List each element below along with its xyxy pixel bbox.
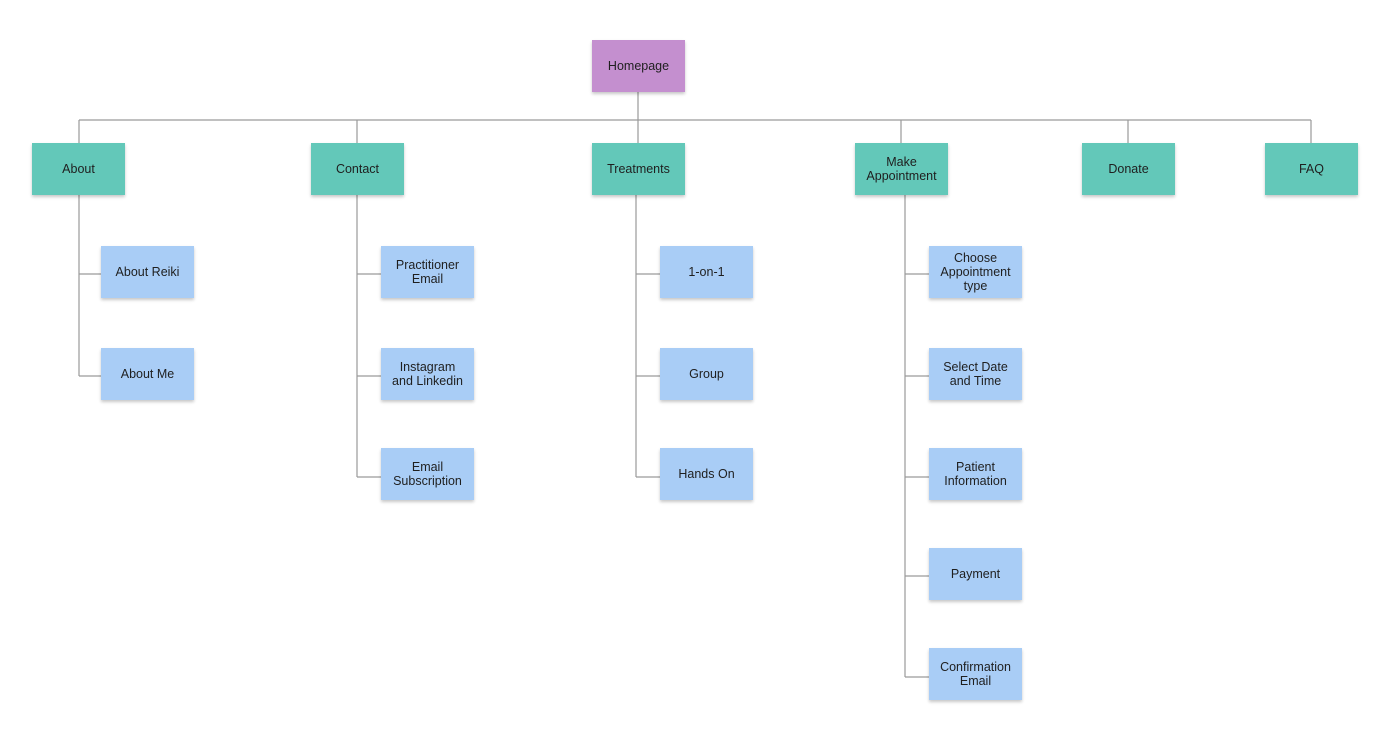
homepage-label: Homepage (607, 59, 670, 73)
section-faq-label: FAQ (1298, 162, 1324, 176)
page-practitioner-email[interactable]: Practitioner Email (381, 246, 474, 298)
page-label: About Me (120, 367, 175, 381)
page-choose-appointment-type[interactable]: Choose Appointment type (929, 246, 1022, 298)
page-label: Payment (950, 567, 1001, 581)
page-label: Practitioner Email (395, 258, 460, 286)
page-label: About Reiki (115, 265, 180, 279)
section-make-appointment-label: Make Appointment (866, 155, 937, 183)
page-label: 1-on-1 (688, 265, 725, 279)
section-about[interactable]: About (32, 143, 125, 195)
section-faq[interactable]: FAQ (1265, 143, 1358, 195)
page-about-me[interactable]: About Me (101, 348, 194, 400)
page-label: Patient Information (944, 460, 1007, 488)
page-label: Group (689, 367, 724, 381)
section-donate[interactable]: Donate (1082, 143, 1175, 195)
page-label: Hands On (678, 467, 735, 481)
page-label: Email Subscription (393, 460, 462, 488)
section-make-appointment[interactable]: Make Appointment (855, 143, 948, 195)
section-treatments[interactable]: Treatments (592, 143, 685, 195)
page-label: Instagram and Linkedin (392, 360, 463, 388)
section-contact-label: Contact (335, 162, 380, 176)
section-contact[interactable]: Contact (311, 143, 404, 195)
page-group[interactable]: Group (660, 348, 753, 400)
homepage-node[interactable]: Homepage (592, 40, 685, 92)
page-1-on-1[interactable]: 1-on-1 (660, 246, 753, 298)
page-about-reiki[interactable]: About Reiki (101, 246, 194, 298)
page-email-subscription[interactable]: Email Subscription (381, 448, 474, 500)
section-treatments-label: Treatments (607, 162, 670, 176)
page-select-date-time[interactable]: Select Date and Time (929, 348, 1022, 400)
page-hands-on[interactable]: Hands On (660, 448, 753, 500)
page-label: Choose Appointment type (940, 251, 1011, 293)
page-confirmation-email[interactable]: Confirmation Email (929, 648, 1022, 700)
section-donate-label: Donate (1108, 162, 1149, 176)
page-patient-information[interactable]: Patient Information (929, 448, 1022, 500)
page-instagram-linkedin[interactable]: Instagram and Linkedin (381, 348, 474, 400)
section-about-label: About (62, 162, 95, 176)
page-payment[interactable]: Payment (929, 548, 1022, 600)
page-label: Confirmation Email (940, 660, 1011, 688)
page-label: Select Date and Time (943, 360, 1008, 388)
